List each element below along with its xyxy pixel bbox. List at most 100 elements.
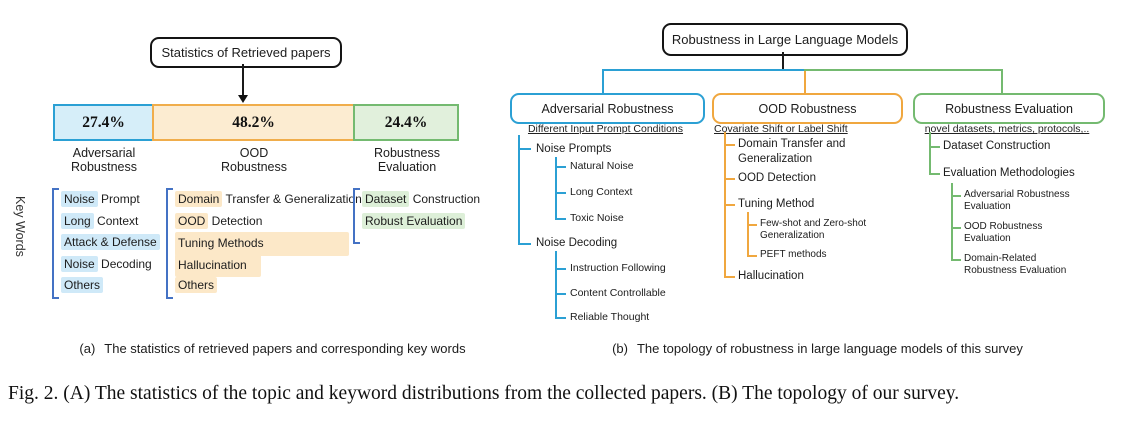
stats-title-box: Statistics of Retrieved papers — [150, 37, 342, 68]
keyword-list-evaluation: Dataset Construction Robust Evaluation — [362, 189, 480, 232]
keyword-rest: Detection — [208, 213, 263, 228]
keyword-highlight: OOD — [175, 212, 209, 229]
bar-label-adversarial: Adversarial Robustness — [70, 146, 137, 174]
keyword-highlight: Robust Evaluation — [362, 212, 466, 229]
blue-tree-tick — [555, 317, 566, 319]
tree-leaf: PEFT methods — [760, 249, 827, 260]
subcaption-b-text: The topology of robustness in large lang… — [636, 341, 1023, 356]
green-tree-tick — [951, 227, 961, 229]
orange-tree-tick — [724, 144, 735, 146]
orange-tree-tick — [724, 178, 735, 180]
tree-leaf: Reliable Thought — [570, 311, 650, 323]
green-tree-tick — [929, 146, 940, 148]
bar-segment-ood: 48.2% — [152, 104, 355, 141]
keyword-item: Robust Evaluation — [362, 211, 480, 233]
tree-leaf: Adversarial Robustness Evaluation — [964, 189, 1070, 212]
blue-subtree-spine — [555, 157, 557, 220]
keyword-highlight: Tuning Methods — [175, 232, 349, 256]
green-tree-tick — [929, 173, 940, 175]
green-tree-spine — [929, 132, 931, 175]
tree-leaf: Natural Noise — [570, 160, 634, 172]
bar-segment-adversarial: 27.4% — [53, 104, 154, 141]
keyword-rest: Decoding — [97, 256, 152, 271]
keyword-highlight: Others — [175, 277, 218, 294]
tree-node: Hallucination — [738, 270, 804, 282]
connector-orange-vertical — [804, 69, 806, 93]
keyword-highlight: Others — [61, 277, 104, 294]
tree-node: Noise Decoding — [536, 237, 618, 249]
bar-label-ood: OOD Robustness — [220, 146, 287, 174]
tree-node: Domain Transfer and Generalization — [738, 138, 846, 165]
blue-tree-tick — [555, 293, 566, 295]
blue-tree-spine — [518, 135, 520, 245]
tree-leaf: Content Controllable — [570, 287, 666, 299]
keyword-rest: Transfer & Generalization — [222, 192, 362, 206]
ood-robustness-box: OOD Robustness — [712, 93, 903, 124]
keyword-item: Others — [175, 275, 362, 297]
blue-tree-tick — [555, 192, 566, 194]
distribution-bar: 27.4% 48.2% 24.4% — [53, 104, 459, 141]
bracket-evaluation-keywords — [353, 188, 360, 244]
root-box: Robustness in Large Language Models — [662, 23, 908, 56]
keyword-rest: Context — [93, 213, 139, 228]
blue-subtree-spine — [555, 251, 557, 319]
keyword-item: Dataset Construction — [362, 189, 480, 211]
blue-tree-tick — [555, 268, 566, 270]
keyword-highlight: Domain — [175, 191, 223, 207]
orange-tree-tick — [747, 224, 757, 226]
keyword-item: Hallucination — [175, 253, 362, 278]
keyword-item: Long Context — [61, 211, 160, 233]
tree-node: Evaluation Methodologies — [943, 167, 1075, 179]
subcaption-b-tag: (b) — [612, 341, 628, 356]
keyword-item: Domain Transfer & Generalization — [175, 189, 362, 211]
adversarial-subtitle: Different Input Prompt Conditions — [527, 123, 684, 135]
keyword-highlight: Noise — [61, 191, 98, 207]
robustness-evaluation-box: Robustness Evaluation — [913, 93, 1105, 124]
subcaption-b: (b) The topology of robustness in large l… — [555, 341, 1080, 356]
keyword-highlight: Attack & Defense — [61, 234, 160, 251]
arrow-head-icon — [238, 95, 248, 103]
figure-caption: Fig. 2. (A) The statistics of the topic … — [8, 383, 960, 404]
keyword-item: Attack & Defense — [61, 232, 160, 254]
tree-node: Dataset Construction — [943, 140, 1051, 152]
keyword-item: Noise Decoding — [61, 254, 160, 276]
subcaption-a-tag: (a) — [79, 341, 96, 356]
subcaption-a: (a)The statistics of retrieved papers an… — [0, 341, 545, 356]
orange-tree-tick — [724, 276, 735, 278]
evaluation-subtitle: novel datasets, metrics, protocols,.. — [924, 123, 1090, 135]
keyword-highlight: Dataset — [362, 191, 410, 207]
bar-label-evaluation: Robustness Evaluation — [373, 146, 440, 174]
tree-node: Noise Prompts — [536, 143, 612, 155]
green-tree-tick — [951, 195, 961, 197]
blue-tree-tick — [555, 166, 566, 168]
connector-green-vertical — [1001, 69, 1003, 93]
orange-tree-tick — [747, 255, 757, 257]
keyword-highlight: Hallucination — [175, 253, 261, 278]
green-subtree-spine — [951, 183, 953, 261]
blue-tree-tick — [555, 218, 566, 220]
keyword-item: Tuning Methods — [175, 232, 362, 256]
blue-tree-tick — [518, 148, 531, 150]
ood-subtitle: Covariate Shift or Label Shift — [714, 123, 848, 135]
tree-leaf: Instruction Following — [570, 262, 666, 274]
arrow-shaft — [242, 64, 244, 96]
tree-leaf: Domain-Related Robustness Evaluation — [964, 253, 1067, 276]
keyword-list-ood: Domain Transfer & Generalization OOD Det… — [175, 189, 362, 297]
keyword-highlight: Noise — [61, 255, 98, 272]
tree-leaf: Long Context — [570, 186, 633, 198]
keyword-list-adversarial: Noise Prompt Long Context Attack & Defen… — [61, 189, 160, 297]
tree-leaf: Toxic Noise — [570, 212, 624, 224]
keyword-item: Noise Prompt — [61, 189, 160, 211]
keyword-highlight: Long — [61, 212, 94, 229]
tree-leaf: Few-shot and Zero-shot Generalization — [760, 218, 867, 241]
bar-segment-evaluation: 24.4% — [353, 104, 459, 141]
orange-tree-tick — [724, 204, 735, 206]
tree-node: Tuning Method — [738, 198, 815, 210]
keyword-item: OOD Detection — [175, 211, 362, 233]
green-tree-tick — [951, 259, 961, 261]
bracket-adversarial-keywords — [52, 188, 59, 299]
connector-blue-horizontal — [602, 69, 806, 71]
keyword-item: Others — [61, 275, 160, 297]
blue-tree-tick — [518, 243, 531, 245]
